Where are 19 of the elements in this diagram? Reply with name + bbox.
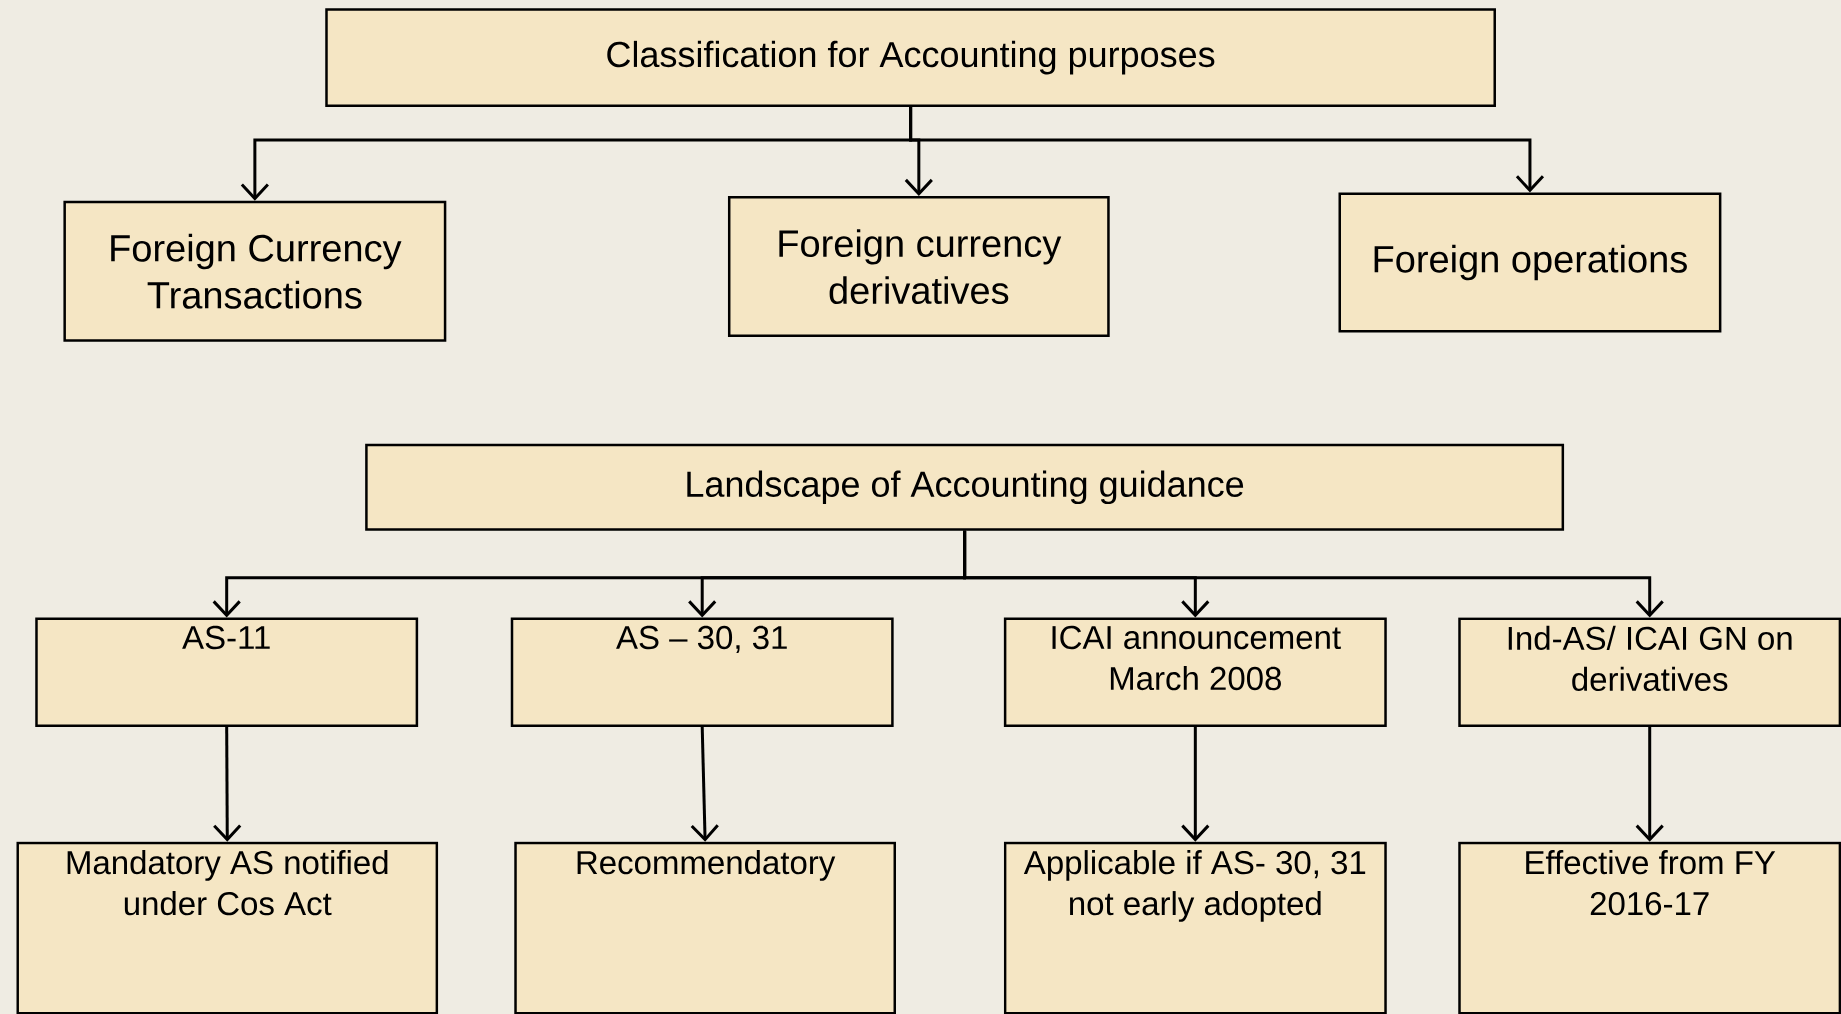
text-box: Recommendatory [514,841,896,1014]
arrow [963,530,1664,618]
text-box: Applicable if AS- 30, 31 not early adopted [1003,841,1387,1014]
text-box: Mandatory AS notified under Cos Act [16,841,439,1014]
arrow [1181,726,1210,842]
arrow [690,726,719,842]
text-box: ICAI announcement March 2008 [1003,617,1387,727]
text-box: Effective from FY 2016-17 [1458,841,1841,1014]
text-box: AS-11 [35,617,419,727]
text-box: Classification for Accounting purposes [325,8,1496,107]
arrow [909,107,1545,193]
text-box: Foreign currency derivatives [727,196,1110,338]
text-box: Ind-AS/ ICAI GN on derivatives [1458,617,1841,727]
arrow [213,726,242,842]
text-box: Foreign Currency Transactions [63,200,447,342]
text-box: AS – 30, 31 [510,617,894,727]
text-box: Foreign operations [1338,192,1722,333]
text-box: Landscape of Accounting guidance [365,443,1565,531]
arrow [1635,726,1664,842]
